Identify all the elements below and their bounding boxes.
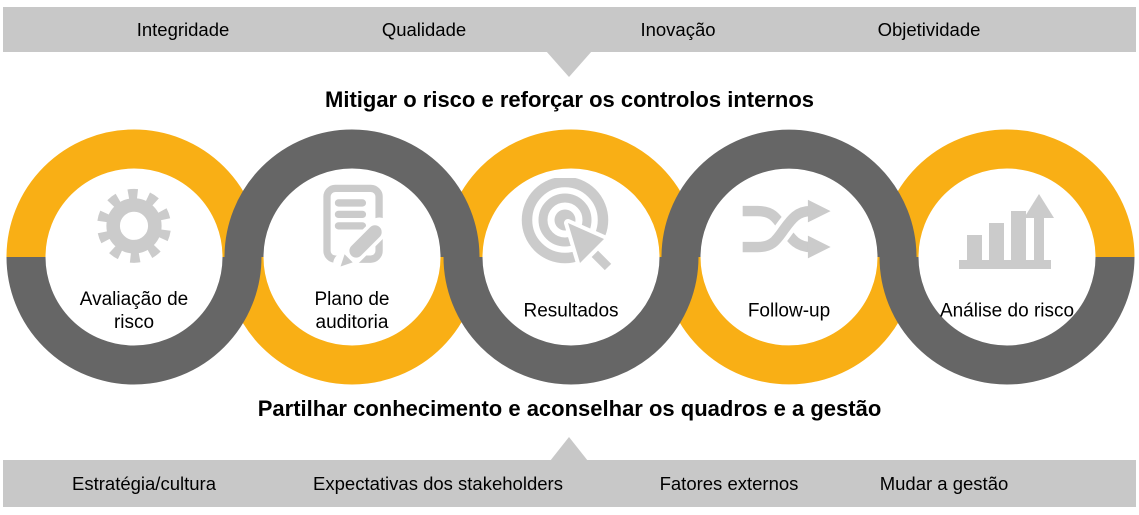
ring-segment bbox=[6, 129, 262, 258]
ring-segment bbox=[879, 129, 1135, 258]
step-label-analise-do-risco: Análise do risco bbox=[939, 300, 1075, 322]
target-cursor-icon bbox=[519, 176, 623, 282]
step-label-avaliacao-de-risco: Avaliação de risco bbox=[79, 289, 189, 333]
ring-segment bbox=[224, 256, 480, 385]
step-label-follow-up: Follow-up bbox=[747, 300, 831, 322]
top-title: Mitigar o risco e reforçar os controlos … bbox=[325, 87, 814, 112]
audit-document-pencil-icon bbox=[302, 180, 402, 280]
step-label-plano-de-auditoria: Plano de auditoria bbox=[314, 289, 390, 333]
ring-segment bbox=[443, 129, 699, 258]
bar-chart-growth-icon bbox=[957, 182, 1057, 278]
ring-segment bbox=[661, 129, 917, 258]
ring-segment bbox=[661, 256, 917, 385]
step-label-resultados: Resultados bbox=[523, 300, 619, 322]
ring-segment bbox=[879, 256, 1135, 385]
up-arrow-icon bbox=[550, 437, 588, 461]
values-band: Integridade Qualidade Inovação Objetivid… bbox=[3, 7, 1136, 52]
ring-segment bbox=[224, 129, 480, 258]
driver-label-fatores-externos: Fatores externos bbox=[659, 472, 799, 494]
down-arrow-icon bbox=[546, 51, 592, 77]
value-label-objetividade: Objetividade bbox=[877, 18, 981, 40]
bottom-title: Partilhar conhecimento e aconselhar os q… bbox=[257, 396, 882, 421]
value-label-qualidade: Qualidade bbox=[381, 18, 467, 40]
driver-label-estrategia-cultura: Estratégia/cultura bbox=[72, 472, 216, 494]
driver-label-expectativas-stakeholders: Expectativas dos stakeholders bbox=[313, 472, 563, 494]
ring-segment bbox=[443, 256, 699, 385]
driver-label-mudar-a-gestao: Mudar a gestão bbox=[879, 472, 1009, 494]
value-label-inovacao: Inovação bbox=[640, 18, 716, 40]
drivers-band: Estratégia/cultura Expectativas dos stak… bbox=[3, 460, 1136, 507]
ring-segment bbox=[6, 256, 262, 385]
gear-icon bbox=[84, 180, 184, 280]
value-label-integridade: Integridade bbox=[136, 18, 230, 40]
shuffle-arrows-icon bbox=[737, 187, 841, 274]
